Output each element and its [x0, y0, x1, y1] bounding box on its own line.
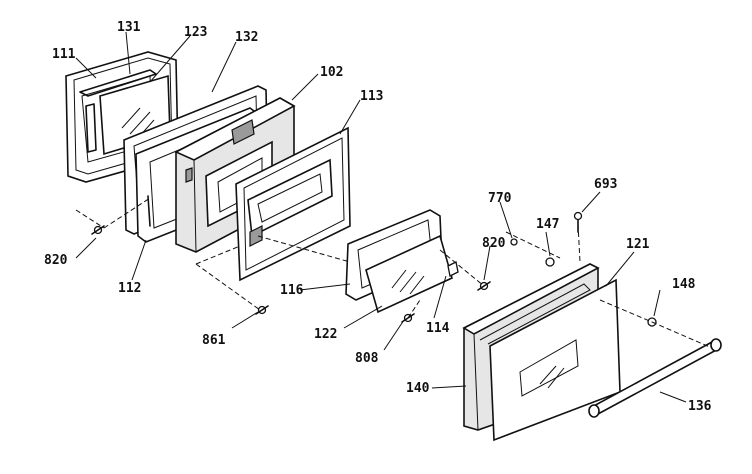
label-770: 770 — [488, 191, 512, 206]
label-113: 113 — [360, 89, 383, 104]
label-112: 112 — [118, 281, 141, 296]
label-136: 136 — [688, 399, 712, 414]
part-113-outer-panel — [235, 126, 351, 282]
label-148: 148 — [672, 277, 696, 292]
label-861: 861 — [202, 333, 226, 348]
part-122-inner-glass — [365, 234, 453, 314]
label-116: 116 — [280, 283, 304, 298]
hardware — [91, 211, 657, 327]
part-131-insulation — [79, 69, 157, 153]
label-132: 132 — [235, 30, 258, 45]
label-808: 808 — [355, 351, 379, 366]
label-102: 102 — [320, 65, 343, 80]
part-labels: 111 131 123 132 102 113 820 112 116 861 … — [44, 20, 712, 414]
leader-lines — [75, 31, 687, 403]
label-114: 114 — [426, 321, 450, 336]
label-693: 693 — [594, 177, 617, 192]
label-122: 122 — [314, 327, 337, 342]
label-121: 121 — [626, 237, 650, 252]
label-147: 147 — [536, 217, 559, 232]
label-820-left: 820 — [44, 253, 68, 268]
label-123: 123 — [184, 25, 207, 40]
part-136-handle — [588, 338, 722, 418]
label-140: 140 — [406, 381, 430, 396]
label-131: 131 — [117, 20, 141, 35]
label-820-right: 820 — [482, 236, 506, 251]
assembly-lines — [75, 197, 713, 349]
label-111: 111 — [52, 47, 76, 62]
